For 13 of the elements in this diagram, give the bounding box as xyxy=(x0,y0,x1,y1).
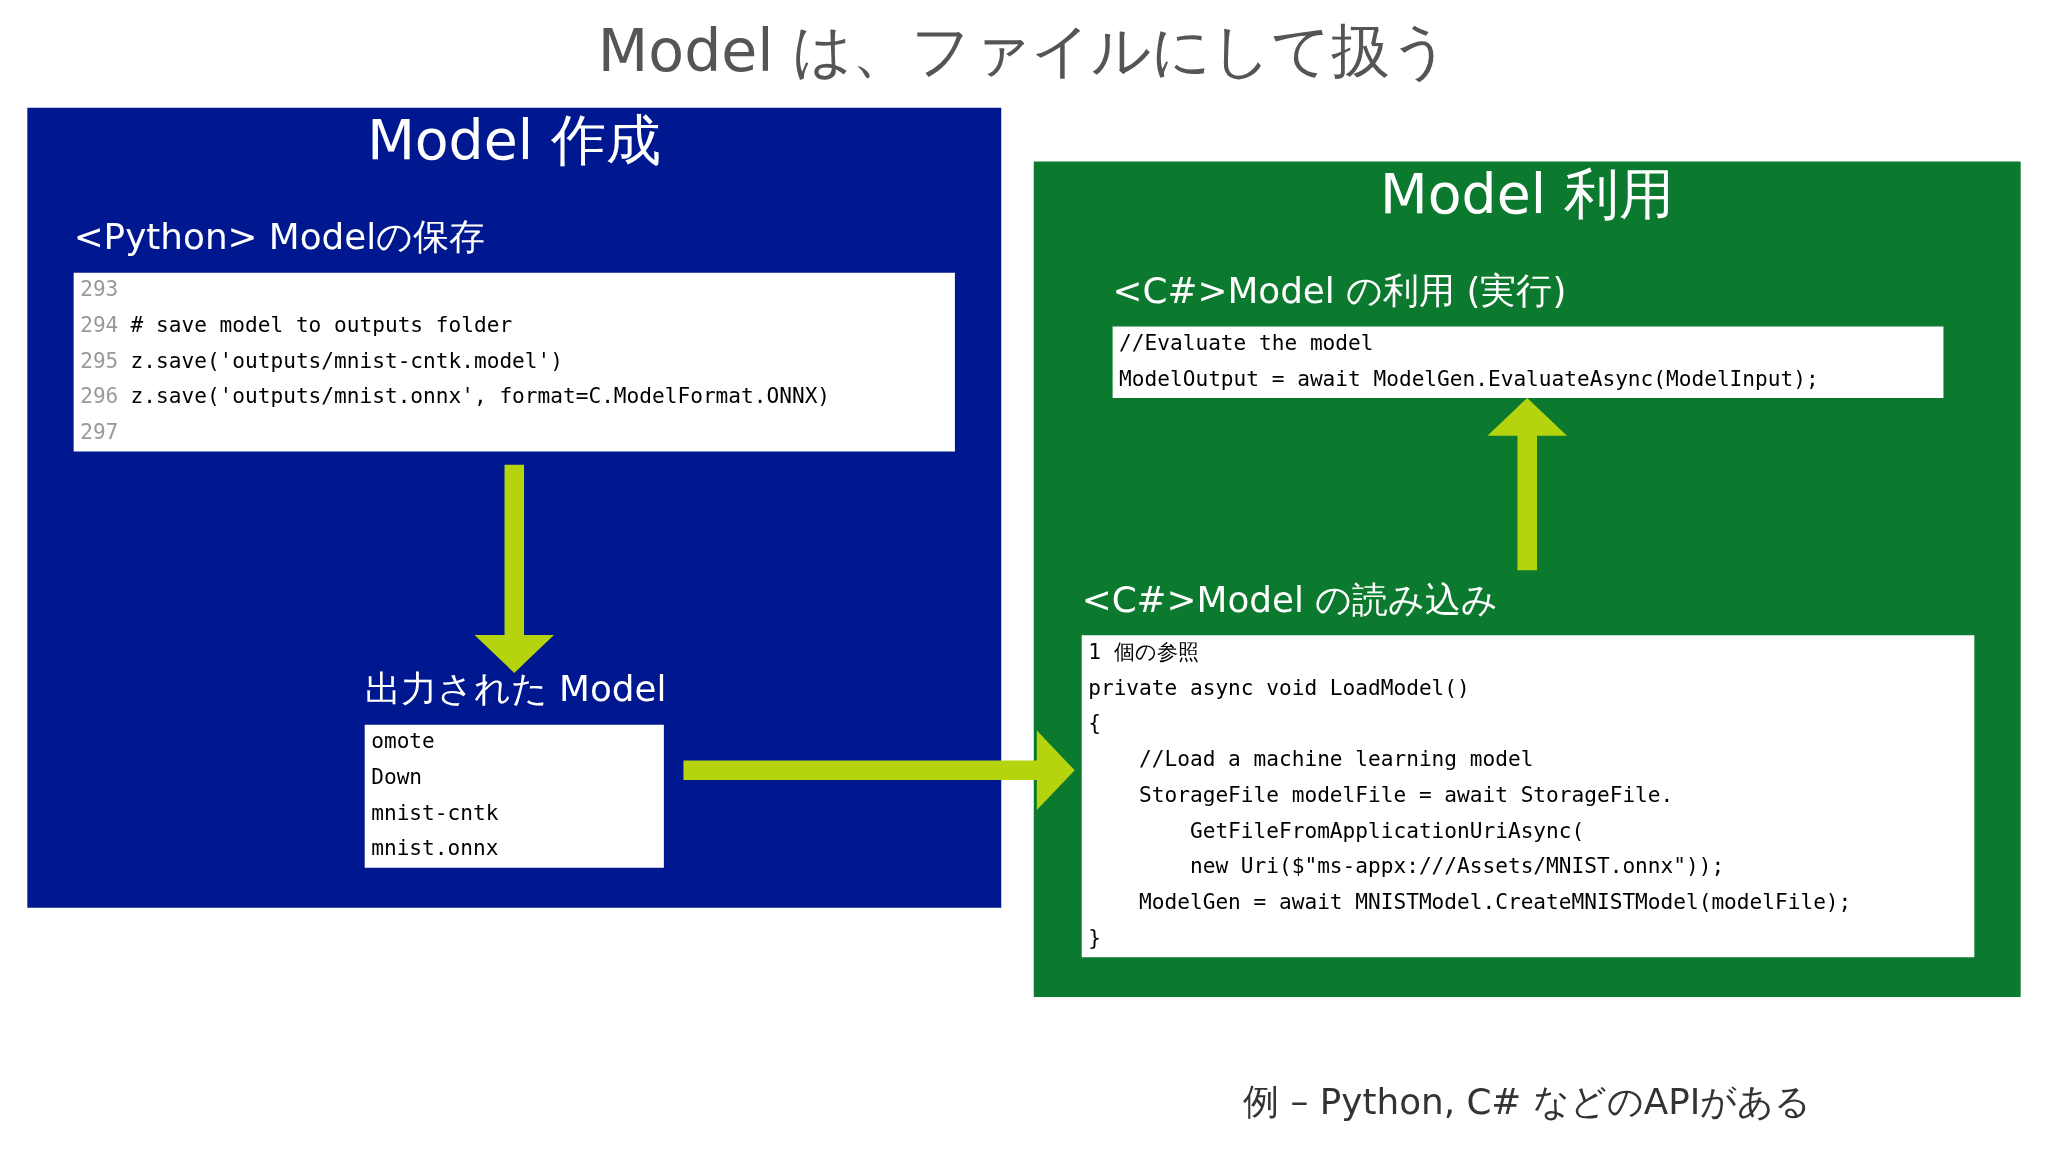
diagram-title: Model は、ファイルにして扱う xyxy=(597,16,1451,85)
node-label: <C#>Model の読み込み xyxy=(1081,578,1499,620)
node-label: <Python> Modelの保存 xyxy=(73,216,486,258)
arrow xyxy=(474,464,555,673)
node-box: 293 294 # save model to outputs folder 295 z.save('outputs/mnist-cntk.model') 296 z.save('outputs/mnist.onnx', format=C.ModelFormat.ONNX) 297 xyxy=(73,272,955,452)
node-box: omote Down mnist-cntk mnist.onnx xyxy=(364,724,664,868)
node-box: 1 個の参照 private async void LoadModel() { //Load a machine learning model StorageFile modelFile = await StorageFile. GetFileFromApplicationUriAsync( new Uri($"ms-appx:///Assets/MNIST.onnx")); ModelGen = await MNISTModel.CreateMNISTModel(modelFile); } xyxy=(1081,635,1975,958)
node-label: <C#>Model の利用 (実行) xyxy=(1112,270,1567,312)
caption: 例 – Python, C# などのAPIがある xyxy=(1243,1081,1812,1123)
arrow xyxy=(1487,397,1567,571)
arrow xyxy=(683,730,1075,811)
node-box: //Evaluate the model ModelOutput = await ModelGen.EvaluateAsync(ModelInput); xyxy=(1112,326,1944,398)
node-label: 出力された Model xyxy=(364,668,667,710)
